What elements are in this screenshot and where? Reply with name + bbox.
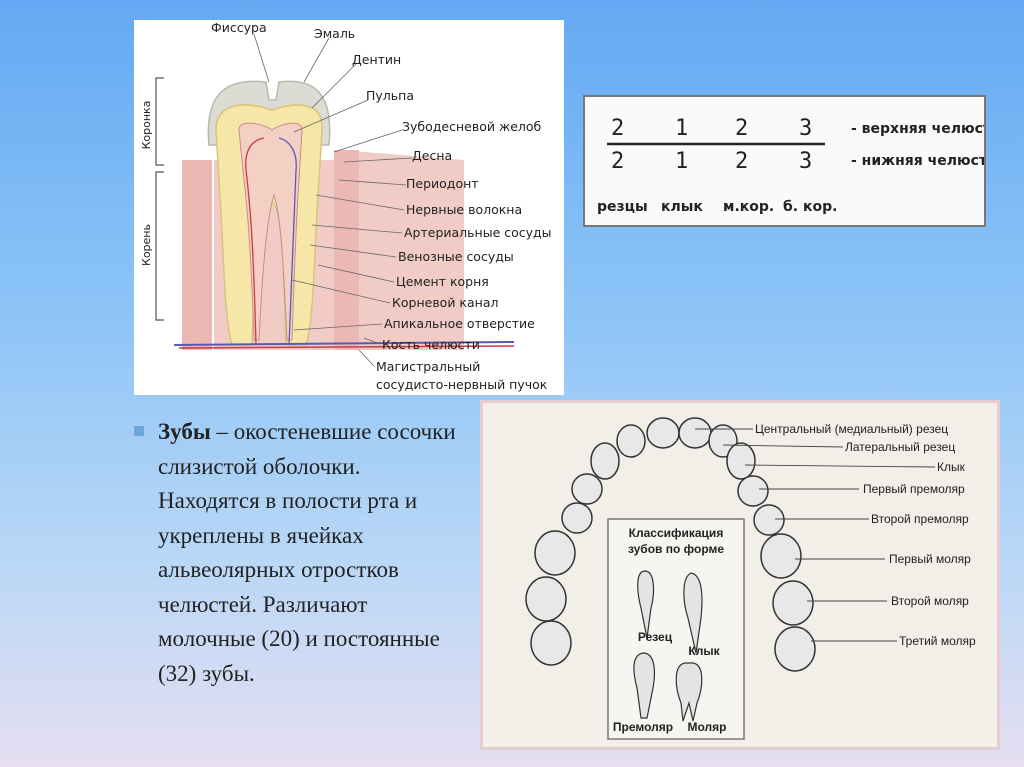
artery-left [245,137,265,346]
bullet-marker [134,426,144,436]
label-main-bundle-1: Магистральный [376,359,480,374]
label-fissure: Фиссура [211,20,267,35]
tooth-l1 [646,417,680,449]
tooth-anatomy-panel: Коронка Корень Фиссура Эмаль Дентин Пуль… [134,20,564,395]
leader-lines [253,33,413,367]
category-small-molars: м.кор. [723,199,774,215]
tooth-l7 [525,576,567,622]
label-enamel: Эмаль [314,26,355,41]
tooth-l2 [616,424,646,458]
definition-paragraph: Зубы – окостеневшие сосочки слизистой об… [134,415,464,691]
tooth-r7 [772,580,814,626]
definition-term: Зубы [158,419,211,444]
tooth-r4 [737,475,769,507]
upper-molars: 3 [799,116,812,141]
classification-box [607,518,745,740]
label-first-molar: Первый моляр [889,552,971,566]
incisor-shape [637,570,655,639]
tooth-r1 [678,417,712,449]
label-root-canal: Корневой канал [392,295,498,310]
main-vessel-bundle [173,341,515,346]
crown-side-label: Коронка [140,101,153,150]
classification-title-1: Классификация [629,526,724,540]
tooth-l6 [534,530,576,576]
molar-shape [675,662,703,722]
tooth-r5 [753,504,785,536]
label-periodontium: Периодонт [406,176,479,191]
label-cementum: Цемент корня [396,274,489,289]
lower-canine: 1 [675,149,688,174]
dental-arch-diagram: Центральный (медиальный) резец Латеральн… [525,417,976,740]
gum-left [182,160,212,350]
tooth-l8 [530,620,572,666]
label-lateral-incisor: Латеральный резец [845,440,955,454]
label-pulp: Пульпа [366,88,414,103]
category-large-molars: б. кор. [783,199,837,215]
upper-incisors: 2 [611,116,624,141]
tooth-diagram: Коронка Корень Фиссура Эмаль Дентин Пуль… [140,20,552,392]
type-molar-label: Моляр [688,720,727,734]
tooth-r3 [726,442,756,480]
lower-incisors: 2 [611,149,624,174]
label-gingival-groove: Зубодесневой желоб [402,119,542,134]
label-second-premolar: Второй премоляр [871,512,969,526]
label-dentin: Дентин [352,52,401,67]
tooth-l5 [561,502,593,534]
label-jaw-bone: Кость челюсти [382,337,480,352]
dental-formula: 2 1 2 3 - верхняя челюсть 2 1 2 3 - нижн… [597,116,1000,215]
definition-text: Зубы – окостеневшие сосочки слизистой об… [134,415,464,691]
type-premolar-label: Премоляр [613,720,673,734]
classification-title-2: зубов по форме [628,542,724,556]
lower-jaw-label: - нижняя челюсть [851,153,984,169]
tooth-l4 [571,473,603,505]
lower-molars: 3 [799,149,812,174]
lower-premolars: 2 [735,149,748,174]
label-veins: Венозные сосуды [398,249,514,264]
tooth-r6 [760,533,802,579]
label-first-premolar: Первый премоляр [863,482,965,496]
root-side-label: Корень [140,224,153,266]
vein-right [278,137,297,346]
arch-leader-lines [695,428,936,642]
tooth-l3 [590,442,620,480]
label-arteries: Артериальные сосуды [404,225,552,240]
upper-jaw-label: - верхняя челюсть [851,121,984,137]
tooth-type-shapes [633,570,703,722]
label-second-molar: Второй моляр [891,594,969,608]
type-canine-label: Клык [688,644,720,658]
category-incisors: резцы [597,199,648,215]
tooth-r8 [774,626,816,672]
category-canine: клык [661,199,703,215]
type-incisor-label: Резец [638,630,673,644]
side-brackets [155,77,164,321]
upper-canine: 1 [675,116,688,141]
label-central-incisor: Центральный (медиальный) резец [755,422,948,436]
premolar-shape [633,652,655,719]
label-canine: Клык [937,460,966,474]
definition-body: – окостеневшие сосочки слизистой оболочк… [158,419,456,686]
artery-line [178,345,515,349]
teeth-arch [525,417,816,672]
canine-shape [683,572,703,654]
label-gum: Десна [412,148,452,163]
dental-arch-panel: Центральный (медиальный) резец Латеральн… [480,400,1000,750]
label-nerve-fibers: Нервные волокна [406,202,522,217]
dental-formula-panel: 2 1 2 3 - верхняя челюсть 2 1 2 3 - нижн… [583,95,1000,227]
upper-premolars: 2 [735,116,748,141]
label-apical-foramen: Апикальное отверстие [384,316,535,331]
label-third-molar: Третий моляр [899,634,976,648]
label-main-bundle-2: сосудисто-нервный пучок [376,377,548,392]
